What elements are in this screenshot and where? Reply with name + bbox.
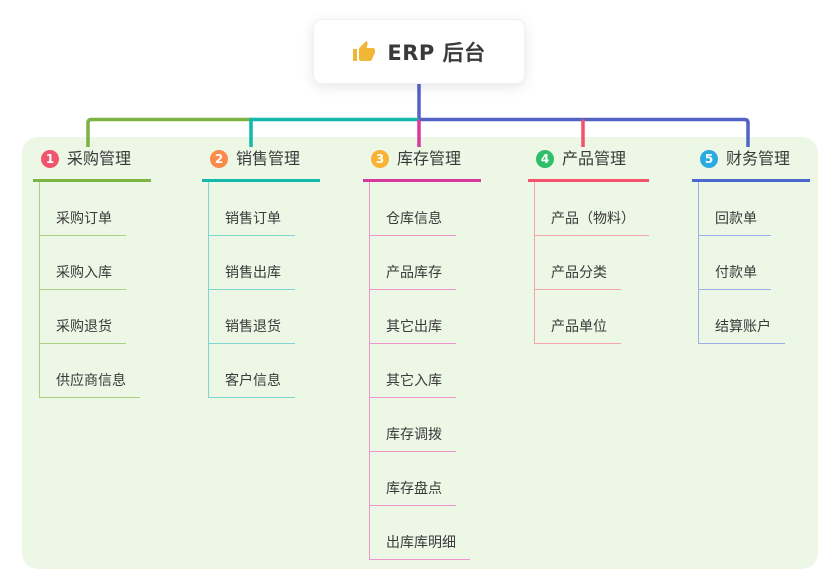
leaf-item-label: 客户信息 (209, 372, 295, 398)
branch-3: 3 库存管理 仓库信息产品库存其它出库其它入库库存调拨库存盘点出库库明细 (363, 147, 481, 560)
branch-children: 回款单付款单结算账户 (698, 182, 810, 344)
leaf-item[interactable]: 采购订单 (40, 182, 151, 236)
root-node[interactable]: ERP 后台 (313, 19, 525, 84)
leaf-item-label: 销售订单 (209, 210, 295, 236)
branch-title-node[interactable]: 5 财务管理 (692, 147, 810, 182)
branch-title-node[interactable]: 1 采购管理 (33, 147, 151, 182)
leaf-item[interactable]: 采购入库 (40, 236, 151, 290)
branch-number-badge: 4 (536, 150, 554, 168)
leaf-item[interactable]: 回款单 (699, 182, 810, 236)
branch-label: 销售管理 (236, 149, 301, 168)
leaf-item[interactable]: 产品（物料） (535, 182, 649, 236)
branch-title-node[interactable]: 3 库存管理 (363, 147, 481, 182)
branch-title-node[interactable]: 2 销售管理 (202, 147, 320, 182)
leaf-item[interactable]: 库存调拨 (370, 398, 481, 452)
branch-children: 仓库信息产品库存其它出库其它入库库存调拨库存盘点出库库明细 (369, 182, 481, 560)
leaf-item-label: 产品库存 (370, 264, 456, 290)
leaf-item-label: 销售出库 (209, 264, 295, 290)
branch-children: 销售订单销售出库销售退货客户信息 (208, 182, 320, 398)
leaf-item-label: 库存调拨 (370, 426, 456, 452)
leaf-item-label: 采购订单 (40, 210, 126, 236)
leaf-item[interactable]: 采购退货 (40, 290, 151, 344)
leaf-item[interactable]: 产品库存 (370, 236, 481, 290)
branch-children: 产品（物料） 产品分类产品单位 (534, 182, 649, 344)
leaf-item[interactable]: 出库库明细 (370, 506, 481, 560)
branch-title-node[interactable]: 4 产品管理 (528, 147, 649, 182)
leaf-item[interactable]: 产品分类 (535, 236, 649, 290)
leaf-item[interactable]: 供应商信息 (40, 344, 151, 398)
leaf-item-label: 回款单 (699, 210, 771, 236)
leaf-item[interactable]: 付款单 (699, 236, 810, 290)
branch-2: 2 销售管理 销售订单销售出库销售退货客户信息 (202, 147, 320, 398)
branch-label: 采购管理 (67, 149, 132, 168)
leaf-item[interactable]: 销售订单 (209, 182, 320, 236)
leaf-item[interactable]: 库存盘点 (370, 452, 481, 506)
leaf-item-label: 产品单位 (535, 318, 621, 344)
branch-number-badge: 3 (371, 150, 389, 168)
leaf-item-label: 产品分类 (535, 264, 621, 290)
branch-number-badge: 2 (210, 150, 228, 168)
branch-children: 采购订单采购入库采购退货供应商信息 (39, 182, 151, 398)
thumbs-up-icon (353, 40, 376, 61)
leaf-item[interactable]: 结算账户 (699, 290, 810, 344)
leaf-item-label: 其它出库 (370, 318, 456, 344)
leaf-item[interactable]: 其它入库 (370, 344, 481, 398)
leaf-item[interactable]: 客户信息 (209, 344, 320, 398)
leaf-item-label: 采购入库 (40, 264, 126, 290)
branches-panel (22, 137, 818, 569)
leaf-item-label: 产品（物料） (535, 210, 649, 236)
leaf-item[interactable]: 销售出库 (209, 236, 320, 290)
branch-5: 5 财务管理 回款单付款单结算账户 (692, 147, 810, 344)
branch-1: 1 采购管理 采购订单采购入库采购退货供应商信息 (33, 147, 151, 398)
leaf-item-label: 供应商信息 (40, 372, 140, 398)
leaf-item[interactable]: 销售退货 (209, 290, 320, 344)
branch-number-badge: 1 (41, 150, 59, 168)
leaf-item-label: 库存盘点 (370, 480, 456, 506)
leaf-item-label: 采购退货 (40, 318, 126, 344)
leaf-item-label: 出库库明细 (370, 534, 470, 560)
leaf-item-label: 仓库信息 (370, 210, 456, 236)
leaf-item-label: 其它入库 (370, 372, 456, 398)
leaf-item-label: 结算账户 (699, 318, 785, 344)
leaf-item-label: 付款单 (699, 264, 771, 290)
branch-label: 库存管理 (397, 149, 462, 168)
leaf-item[interactable]: 仓库信息 (370, 182, 481, 236)
leaf-item[interactable]: 产品单位 (535, 290, 649, 344)
branch-label: 产品管理 (562, 149, 627, 168)
leaf-item-label: 销售退货 (209, 318, 295, 344)
branch-number-badge: 5 (700, 150, 718, 168)
root-title: ERP 后台 (387, 40, 486, 65)
branch-label: 财务管理 (726, 149, 791, 168)
branch-4: 4 产品管理 产品（物料） 产品分类产品单位 (528, 147, 649, 344)
leaf-item[interactable]: 其它出库 (370, 290, 481, 344)
